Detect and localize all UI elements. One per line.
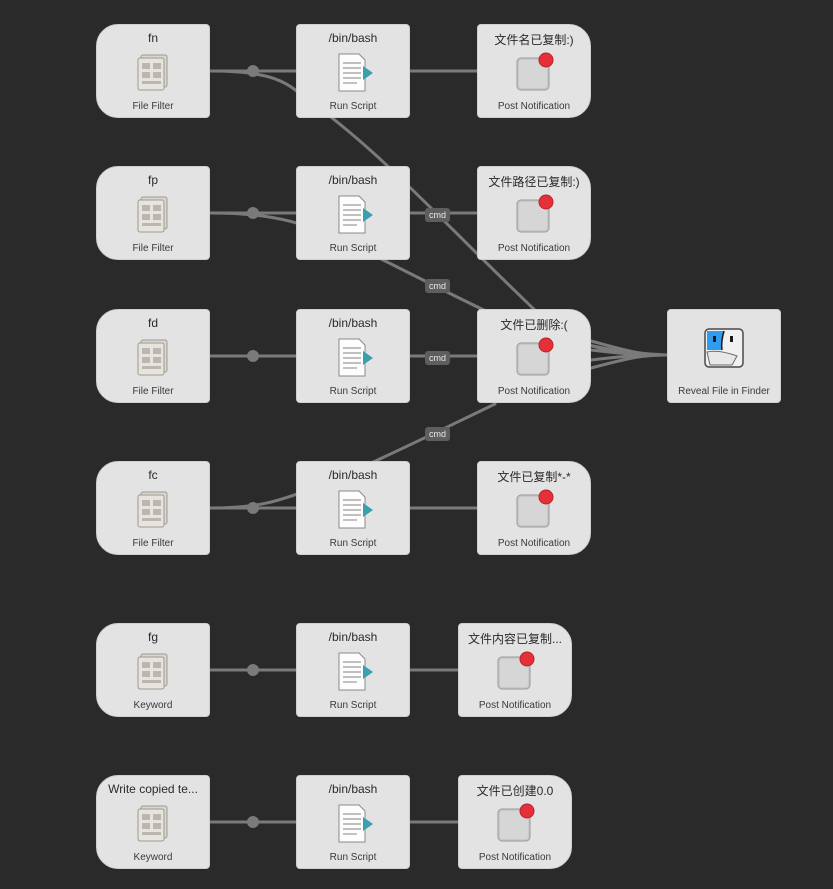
file-filter-node-fn[interactable]: fn File Filter <box>96 24 210 118</box>
node-title: /bin/bash <box>328 782 378 796</box>
keyword-icon <box>137 805 168 842</box>
run-script-icon <box>338 195 373 234</box>
file-filter-icon <box>137 54 168 91</box>
node-title: 文件已删除:( <box>500 318 568 332</box>
file-filter-icon <box>137 196 168 233</box>
run-script-node[interactable]: /bin/bash Run Script <box>296 461 410 555</box>
run-script-icon <box>338 53 373 92</box>
reveal-in-finder-node[interactable]: Reveal File in Finder <box>667 309 781 403</box>
modifier-badge-cmd: cmd <box>425 427 451 441</box>
run-script-icon <box>338 652 373 691</box>
file-filter-node-fd[interactable]: fd File Filter <box>96 309 210 403</box>
wire-junction-r5 <box>247 664 259 676</box>
wire-r3-notify-reveal-d <box>589 353 669 370</box>
node-type-label: File Filter <box>132 101 174 112</box>
notification-icon <box>497 803 535 842</box>
node-type-label: Run Script <box>329 243 377 254</box>
notification-icon <box>497 651 535 690</box>
wire-junction-r2 <box>247 207 259 219</box>
wire-junction-r1 <box>247 65 259 77</box>
node-title: /bin/bash <box>328 173 378 187</box>
file-filter-node-fc[interactable]: fc File Filter <box>96 461 210 555</box>
run-script-icon <box>338 490 373 529</box>
node-title: fc <box>148 468 158 482</box>
finder-icon <box>704 328 744 368</box>
node-type-label: Run Script <box>329 538 377 549</box>
node-title: 文件已复制*-* <box>497 470 571 484</box>
run-script-icon <box>338 804 373 843</box>
wire-junction-r3 <box>247 350 259 362</box>
node-title: /bin/bash <box>328 316 378 330</box>
run-script-node[interactable]: /bin/bash Run Script <box>296 309 410 403</box>
node-type-label: Post Notification <box>497 101 571 112</box>
run-script-node[interactable]: /bin/bash Run Script <box>296 623 410 717</box>
node-type-label: Run Script <box>329 101 377 112</box>
post-notification-node[interactable]: 文件已复制*-* Post Notification <box>477 461 591 555</box>
run-script-icon <box>338 338 373 377</box>
file-filter-icon <box>137 339 168 376</box>
node-title: fg <box>147 630 158 644</box>
post-notification-node[interactable]: 文件内容已复制... Post Notification <box>458 623 572 717</box>
node-type-label: Post Notification <box>478 700 552 711</box>
node-type-label: Post Notification <box>478 852 552 863</box>
post-notification-node[interactable]: 文件名已复制:) Post Notification <box>477 24 591 118</box>
node-title: 文件名已复制:) <box>494 33 574 47</box>
node-title: fp <box>147 173 158 187</box>
modifier-badge-cmd: cmd <box>425 279 451 293</box>
node-title: /bin/bash <box>328 31 378 45</box>
run-script-node[interactable]: /bin/bash Run Script <box>296 24 410 118</box>
node-title: /bin/bash <box>328 468 378 482</box>
node-title: 文件路径已复制:) <box>488 175 580 189</box>
wire-junction-r6 <box>247 816 259 828</box>
modifier-badge-cmd: cmd <box>425 208 451 222</box>
file-filter-node-fp[interactable]: fp File Filter <box>96 166 210 260</box>
notification-icon <box>516 194 554 233</box>
post-notification-node[interactable]: 文件已删除:( Post Notification <box>477 309 591 403</box>
node-type-label: Post Notification <box>497 243 571 254</box>
node-type-label: Post Notification <box>497 386 571 397</box>
modifier-badge-cmd: cmd <box>425 351 451 365</box>
node-title: /bin/bash <box>328 630 378 644</box>
keyword-icon <box>137 653 168 690</box>
notification-icon <box>516 52 554 91</box>
notification-icon <box>516 337 554 376</box>
node-type-label: Post Notification <box>497 538 571 549</box>
node-type-label: Keyword <box>133 852 173 863</box>
node-type-label: Reveal File in Finder <box>678 386 770 397</box>
post-notification-node[interactable]: 文件路径已复制:) Post Notification <box>477 166 591 260</box>
post-notification-node[interactable]: 文件已创建0.0 Post Notification <box>458 775 572 869</box>
node-type-label: Keyword <box>133 700 173 711</box>
run-script-node[interactable]: /bin/bash Run Script <box>296 775 410 869</box>
node-title: 文件内容已复制... <box>467 632 562 646</box>
node-type-label: File Filter <box>132 538 174 549</box>
node-type-label: File Filter <box>132 386 174 397</box>
node-title: Write copied te... <box>108 782 198 796</box>
node-type-label: Run Script <box>329 852 377 863</box>
file-filter-icon <box>137 491 168 528</box>
keyword-node-fg[interactable]: fg Keyword <box>96 623 210 717</box>
node-type-label: File Filter <box>132 243 174 254</box>
node-title: 文件已创建0.0 <box>476 784 554 798</box>
wire-junction-r4 <box>247 502 259 514</box>
node-title: fn <box>147 31 158 45</box>
node-type-label: Run Script <box>329 700 377 711</box>
node-title: fd <box>147 316 158 330</box>
keyword-node-write-copied[interactable]: Write copied te... Keyword <box>96 775 210 869</box>
node-type-label: Run Script <box>329 386 377 397</box>
run-script-node[interactable]: /bin/bash Run Script <box>296 166 410 260</box>
notification-icon <box>516 489 554 528</box>
